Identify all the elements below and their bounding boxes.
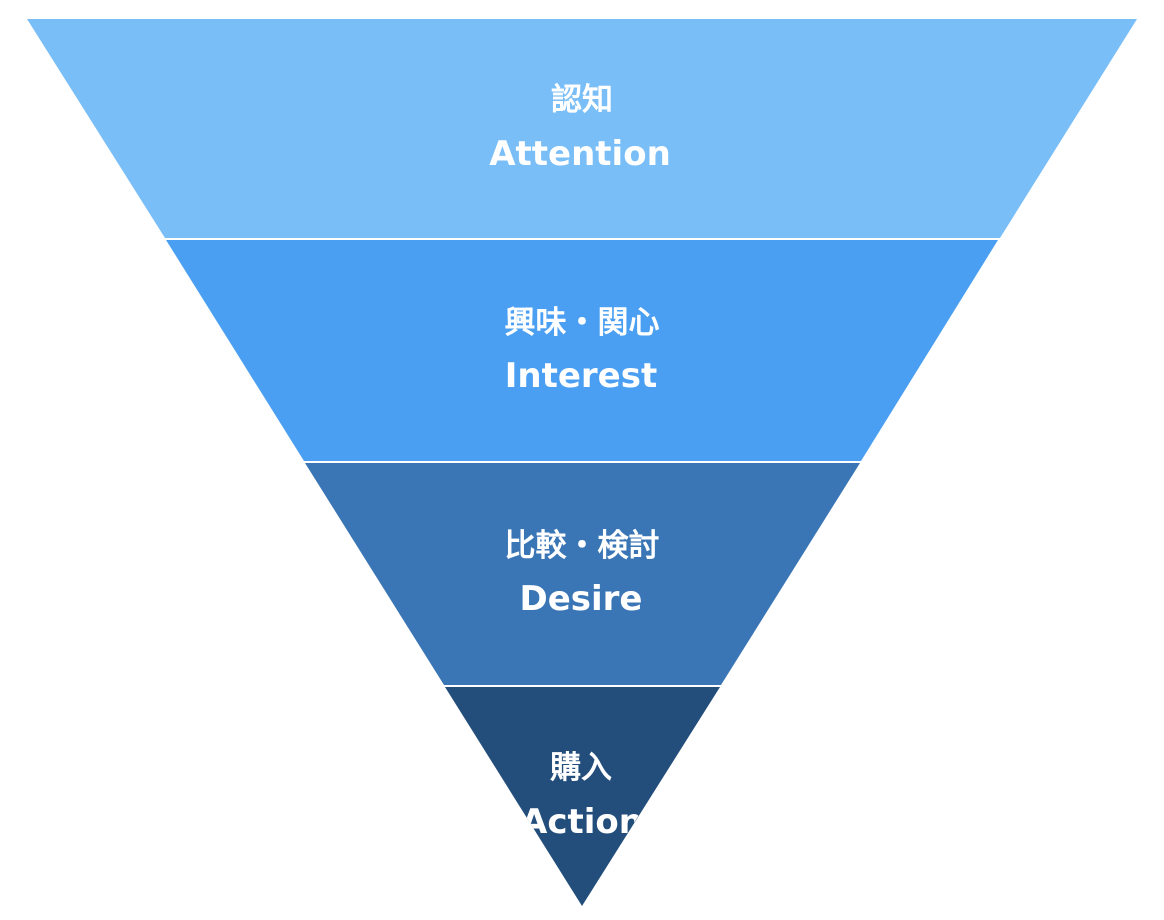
stage-desire-label-jp: 比較・検討	[505, 528, 660, 564]
stage-attention-label-en: Attention	[489, 134, 671, 174]
stage-attention-band	[27, 19, 1137, 238]
stage-interest-label-en: Interest	[505, 356, 658, 396]
stage-interest-band	[166, 240, 998, 461]
funnel-stage-attention: 認知 Attention	[27, 19, 1137, 238]
stage-interest-label-jp: 興味・関心	[505, 305, 660, 341]
funnel-stage-interest: 興味・関心 Interest	[166, 240, 998, 461]
stage-action-band	[445, 687, 720, 906]
stage-attention-label-jp: 認知	[551, 82, 613, 118]
stage-desire-band	[305, 463, 860, 685]
stage-desire-label-en: Desire	[519, 579, 642, 619]
stage-action-label-en: Action	[521, 802, 643, 842]
funnel-stage-action: 購入 Action	[445, 687, 720, 906]
funnel-stage-desire: 比較・検討 Desire	[305, 463, 860, 685]
stage-action-label-jp: 購入	[550, 750, 612, 786]
